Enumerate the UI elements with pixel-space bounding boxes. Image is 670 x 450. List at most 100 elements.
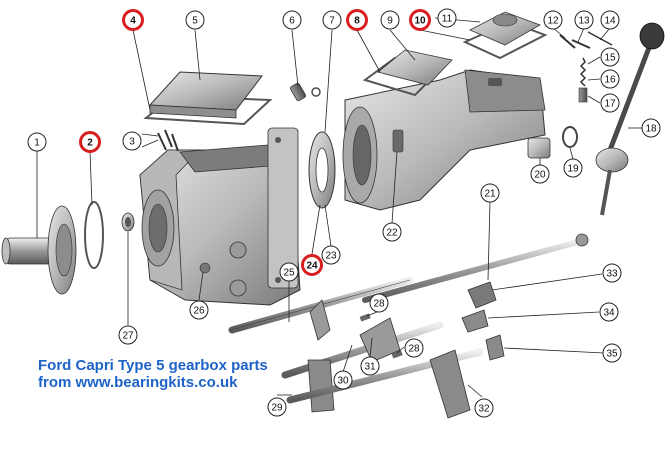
callout-circle <box>574 10 594 30</box>
callout-18: 18 <box>641 118 661 138</box>
callout-17: 17 <box>600 93 620 113</box>
callout-circle <box>189 300 209 320</box>
callout-circle <box>360 356 380 376</box>
callout-16: 16 <box>600 69 620 89</box>
callout-label: 24 <box>306 261 318 272</box>
callout-circle <box>599 302 619 322</box>
callout-circle <box>404 338 424 358</box>
gasket-part <box>84 201 104 269</box>
callout-circle <box>437 8 457 28</box>
callout-circle <box>321 245 341 265</box>
bearing-part <box>121 212 135 232</box>
callout-label: 25 <box>283 268 295 279</box>
callout-circle <box>563 158 583 178</box>
callout-label: 15 <box>604 53 616 64</box>
callout-14: 14 <box>600 10 620 30</box>
callout-circle <box>27 132 47 152</box>
callout-29: 29 <box>267 397 287 417</box>
callout-label: 1 <box>34 138 40 149</box>
callout-circle <box>530 164 550 184</box>
spring-plunger-part <box>578 57 588 103</box>
callout-label: 28 <box>408 344 420 355</box>
callout-3: 3 <box>122 131 142 151</box>
cover-bolts-part <box>157 129 179 152</box>
callout-label: 32 <box>478 404 490 415</box>
callout-7: 7 <box>322 10 342 30</box>
callout-circle <box>185 10 205 30</box>
callout-2: 2 <box>79 131 101 153</box>
callout-22: 22 <box>382 222 402 242</box>
callout-26: 26 <box>189 300 209 320</box>
lever-housing-part <box>462 11 548 60</box>
callout-circle <box>543 10 563 30</box>
callout-circle <box>600 10 620 30</box>
callout-9: 9 <box>380 10 400 30</box>
callout-11: 11 <box>437 8 457 28</box>
callout-label: 23 <box>325 251 337 262</box>
callout-label: 26 <box>193 306 205 317</box>
callout-label: 8 <box>354 16 360 27</box>
callout-circle <box>322 10 342 30</box>
callout-28: 28 <box>404 338 424 358</box>
callout-label: 13 <box>578 16 590 27</box>
callout-4: 4 <box>122 9 144 31</box>
callout-label: 6 <box>289 16 295 27</box>
gear-lever-part <box>595 22 665 216</box>
callout-circle <box>279 262 299 282</box>
callout-label: 29 <box>271 403 283 414</box>
callout-circle <box>122 9 144 31</box>
top-cover-part <box>148 71 263 119</box>
callout-circle <box>333 370 353 390</box>
callout-23: 23 <box>321 245 341 265</box>
callout-35: 35 <box>602 343 622 363</box>
callout-circle <box>600 93 620 113</box>
bush-and-ring-part <box>527 126 578 159</box>
callout-33: 33 <box>602 263 622 283</box>
callout-label: 12 <box>547 16 559 27</box>
callout-label: 7 <box>329 16 335 27</box>
callout-20: 20 <box>530 164 550 184</box>
callout-10: 10 <box>409 9 431 31</box>
callout-circle <box>118 325 138 345</box>
callout-circle <box>409 9 431 31</box>
callout-21: 21 <box>480 183 500 203</box>
callout-circle <box>480 183 500 203</box>
callout-circle <box>369 293 389 313</box>
callout-label: 11 <box>442 14 453 25</box>
callout-circle <box>602 263 622 283</box>
callout-circle <box>382 222 402 242</box>
callout-label: 9 <box>387 16 393 27</box>
callout-label: 34 <box>603 308 615 319</box>
callout-24: 24 <box>301 254 323 276</box>
callout-label: 35 <box>606 349 618 360</box>
callout-27: 27 <box>118 325 138 345</box>
callout-label: 2 <box>87 138 93 149</box>
selector-rails-part <box>228 233 589 419</box>
callout-label: 22 <box>386 228 398 239</box>
callout-circle <box>346 9 368 31</box>
callout-circle <box>602 343 622 363</box>
callout-31: 31 <box>360 356 380 376</box>
callout-label: 14 <box>604 16 616 27</box>
callout-circle <box>641 118 661 138</box>
callout-13: 13 <box>574 10 594 30</box>
callout-circle <box>267 397 287 417</box>
side-cover-part <box>377 49 453 86</box>
callout-label: 5 <box>192 16 198 27</box>
callout-25: 25 <box>279 262 299 282</box>
callout-32: 32 <box>474 398 494 418</box>
callout-label: 10 <box>414 16 426 27</box>
callout-label: 31 <box>364 362 376 373</box>
callout-label: 21 <box>484 189 496 200</box>
callout-19: 19 <box>563 158 583 178</box>
callout-label: 33 <box>606 269 618 280</box>
callout-1: 1 <box>27 132 47 152</box>
rear-seal-part <box>308 131 336 209</box>
main-gearbox-casing <box>139 127 301 306</box>
caption-line-source: from www.bearingkits.co.uk <box>38 374 238 391</box>
callout-28: 28 <box>369 293 389 313</box>
callout-circle <box>380 10 400 30</box>
callout-circle <box>600 69 620 89</box>
